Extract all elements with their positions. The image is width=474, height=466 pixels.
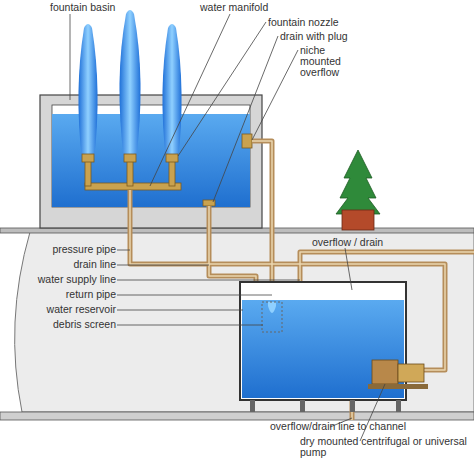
- return-stream: [268, 302, 276, 313]
- part-label: water reservoir: [6, 304, 116, 315]
- part-label: debris screen: [6, 319, 116, 330]
- part-label: pressure pipe: [6, 244, 116, 255]
- niche-overflow: [242, 134, 252, 148]
- upper-floor-slab: [0, 228, 474, 233]
- plant: [336, 150, 380, 214]
- pipe-highlight: [130, 141, 474, 420]
- part-label: water supply line: [6, 274, 116, 285]
- part-label: niche mounted overflow: [300, 45, 352, 78]
- pump-motor: [398, 364, 424, 382]
- part-label: fountain nozzle: [268, 17, 368, 28]
- pipes: [130, 141, 474, 420]
- lower-floor-slab: [0, 412, 474, 420]
- plant-pot: [342, 210, 374, 230]
- part-label: overflow/drain line to channel: [270, 421, 470, 432]
- leader-lines: [70, 14, 385, 441]
- debris-screen: [262, 302, 282, 332]
- reservoir-legs: [250, 400, 401, 412]
- water-reservoir: [240, 282, 406, 400]
- part-label: drain with plug: [280, 31, 380, 42]
- reservoir-water: [242, 300, 404, 398]
- part-label: water manifold: [200, 2, 290, 13]
- pump-body: [372, 360, 398, 384]
- part-label: fountain basin: [50, 2, 140, 13]
- water-jet: [119, 10, 140, 160]
- water-manifold: [82, 154, 181, 190]
- pump-base: [368, 384, 428, 389]
- part-label: overflow / drain: [312, 237, 422, 248]
- water-jet: [78, 24, 97, 160]
- part-label: dry mounted centrifugal or universal pum…: [300, 436, 470, 458]
- part-label: return pipe: [6, 289, 116, 300]
- part-label: drain line: [6, 259, 116, 270]
